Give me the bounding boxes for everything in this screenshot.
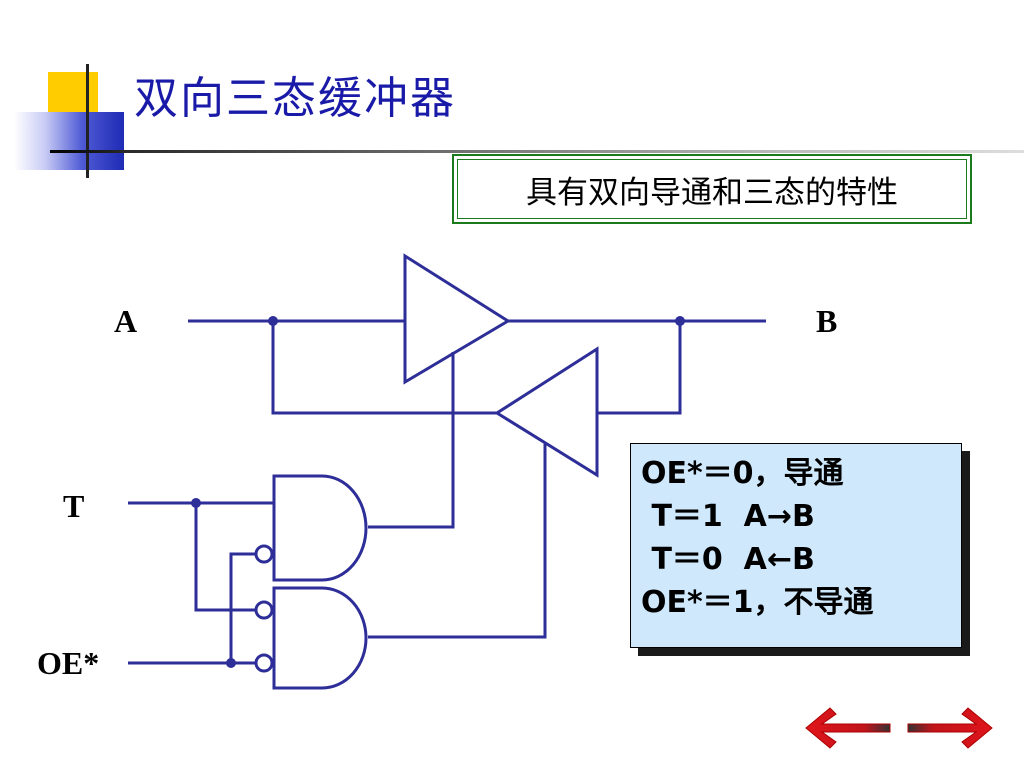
inverter-bubble-upper-and (254, 544, 274, 564)
header-decoration-blue (14, 112, 124, 170)
label-t: T (63, 488, 85, 524)
title-underline (50, 150, 1024, 153)
inverter-bubble-lower-and-t (254, 600, 274, 620)
label-oe: OE* (37, 645, 100, 681)
inverter-bubble-lower-and-oe (254, 653, 274, 673)
wire-t-branch (194, 503, 255, 612)
info-line-oe0: OE*＝0，导通 (641, 456, 844, 491)
label-a: A (114, 303, 138, 339)
wire-oe-branch (229, 552, 255, 663)
navigation-arrows (805, 707, 993, 749)
info-box: OE*＝0，导通 T＝1 A→B T＝0 A←B OE*＝1，不导通 (630, 443, 962, 648)
tristate-buffer-a-to-b (403, 253, 511, 385)
wire-a-return (271, 321, 497, 415)
tristate-buffer-b-to-a (494, 346, 599, 478)
label-b: B (816, 303, 838, 339)
junction-dot-b (675, 316, 685, 326)
feature-text: 具有双向导通和三态的特性 (457, 159, 967, 219)
info-line-t0: T＝0 A←B (641, 542, 815, 577)
slide-title: 双向三态缓冲器 (134, 73, 456, 124)
and-gate-upper (272, 474, 368, 582)
wire-enable-lower (368, 444, 547, 639)
info-line-oe1: OE*＝1，不导通 (641, 585, 874, 620)
wire-b-return (597, 321, 682, 415)
info-line-t1: T＝1 A→B (641, 499, 815, 534)
feature-box: 具有双向导通和三态的特性 (452, 154, 972, 224)
wire-enable-upper (368, 352, 455, 529)
junction-dot-t (191, 498, 201, 508)
arrow-right-icon[interactable] (907, 707, 993, 749)
junction-dot-oe (226, 658, 236, 668)
arrow-left-icon[interactable] (805, 707, 891, 749)
junction-dot-a (268, 316, 278, 326)
and-gate-lower (272, 586, 368, 690)
header-decoration-vertical-line (86, 64, 89, 178)
